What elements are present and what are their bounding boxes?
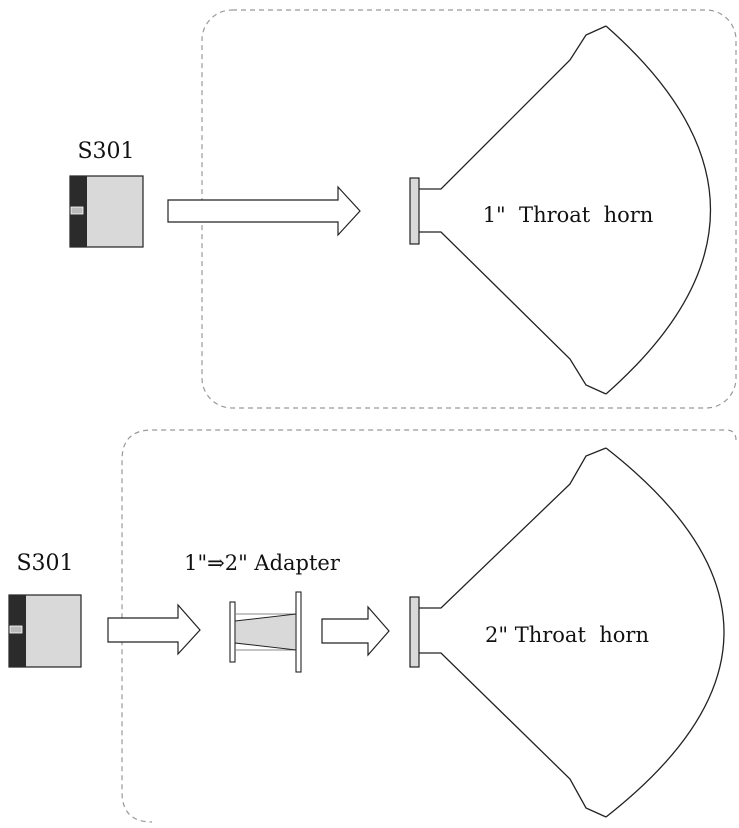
bottom-horn-flange — [409, 596, 420, 668]
adapter-label: 1"⇒2" Adapter — [184, 551, 341, 575]
top-horn — [409, 25, 711, 395]
bottom-configuration: S301 1"⇒2" Adapter 2" Throat horn — [8, 429, 737, 823]
bottom-horn — [409, 447, 725, 818]
bottom-horn-label: 2" Throat horn — [485, 623, 649, 647]
adapter-icon — [229, 591, 302, 673]
top-driver-icon — [69, 175, 144, 248]
bottom-arrow-2 — [321, 605, 390, 657]
top-arrow — [167, 185, 361, 237]
top-configuration: S301 1" Throat horn — [69, 9, 737, 409]
top-driver-label: S301 — [77, 139, 134, 164]
top-horn-label: 1" Throat horn — [483, 203, 654, 227]
top-horn-flange — [409, 177, 420, 245]
bottom-driver-icon — [8, 594, 82, 668]
bottom-arrow-1 — [107, 603, 201, 656]
bottom-driver-label: S301 — [16, 551, 73, 576]
bottom-group-boundary — [121, 429, 737, 823]
